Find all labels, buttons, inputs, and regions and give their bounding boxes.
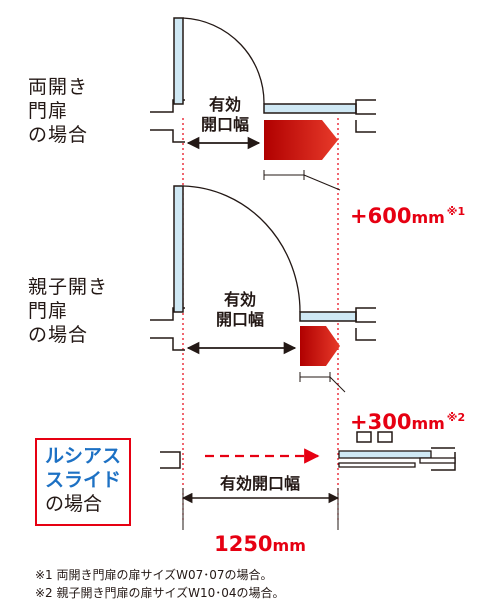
parent-child-note-mark: ※2 [446, 411, 466, 424]
parent-child-gate-drawing [150, 185, 376, 393]
footnote-2: ※2 親子開き門扉の扉サイズW10･04の場合。 [35, 586, 285, 600]
double-extra-unit: mm [411, 208, 445, 227]
double-gate-drawing [150, 17, 376, 191]
slide-width-value: 1250 [214, 532, 273, 556]
slide-label-line3: の場合 [45, 493, 103, 515]
double-gate-label: 両開き 門扉 の場合 [28, 76, 89, 146]
double-opening-label: 有効 開口幅 [200, 95, 249, 134]
slide-opening-label: 有効開口幅 [219, 474, 300, 493]
parent-child-extra-unit: mm [411, 414, 445, 433]
slide-label-box: ルシアス スライド の場合 [35, 438, 131, 526]
parent-child-extra-width: +300mm※2 [350, 386, 465, 434]
parent-child-extra-value: +300 [350, 410, 412, 434]
slide-gate-drawing [160, 431, 456, 530]
double-extra-value: +600 [350, 204, 412, 228]
footnote-1: ※1 両開き門扉の扉サイズW07･07の場合。 [35, 568, 273, 582]
slide-width-result: 1250mm [200, 508, 320, 556]
parent-child-opening-label: 有効 開口幅 [215, 290, 264, 329]
parent-child-gate-label: 親子開き 門扉 の場合 [28, 276, 109, 346]
slide-label-line1: ルシアス [45, 445, 122, 467]
slide-width-unit: mm [272, 536, 306, 555]
slide-label-line2: スライド [45, 469, 122, 491]
double-note-mark: ※1 [446, 205, 466, 218]
double-extra-width: +600mm※1 [350, 180, 465, 228]
